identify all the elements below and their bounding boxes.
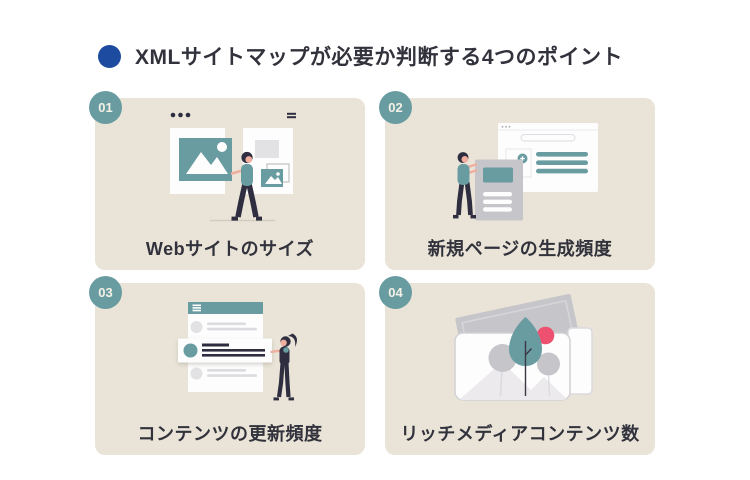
card-label: 新規ページの生成頻度	[427, 239, 613, 259]
rich-media-illustration	[454, 293, 593, 401]
large-image-placeholder	[179, 138, 232, 181]
point-card-01: 01	[89, 91, 365, 270]
highlighted-list-item	[178, 338, 272, 363]
back-photo-card	[567, 327, 593, 395]
page-header: XMLサイトマップが必要か判断する4つのポイント	[98, 41, 623, 71]
card-label: リッチメディアコンテンツ数	[400, 424, 640, 444]
content-update-illustration	[178, 302, 297, 401]
cards-grid: 01	[89, 91, 655, 455]
card-number-badge: 02	[379, 91, 412, 124]
trees	[488, 317, 560, 397]
person-figure	[270, 333, 297, 401]
point-card-03: 03	[89, 276, 365, 455]
pink-sun-icon	[536, 326, 555, 345]
title-bullet-icon	[98, 44, 121, 68]
card-label: Webサイトのサイズ	[145, 239, 315, 259]
point-card-02: 02	[379, 91, 655, 270]
person-figure	[453, 152, 478, 219]
small-image-placeholder	[261, 163, 290, 187]
point-card-04: 04 リッチメディアコンテンツ数	[379, 276, 655, 455]
page-title: XMLサイトマップが必要か判断する4つのポイント	[135, 46, 624, 69]
card-number-badge: 01	[89, 91, 122, 124]
browser-chrome	[170, 112, 296, 119]
person-figure	[230, 151, 262, 221]
mountains	[459, 362, 568, 400]
card-number-badge: 04	[379, 276, 412, 309]
card-label: コンテンツの更新頻度	[137, 424, 323, 444]
new-page-frequency-illustration	[453, 123, 598, 221]
website-size-illustration	[170, 112, 296, 222]
card-number-badge: 03	[89, 276, 122, 309]
new-page-card	[475, 159, 523, 221]
